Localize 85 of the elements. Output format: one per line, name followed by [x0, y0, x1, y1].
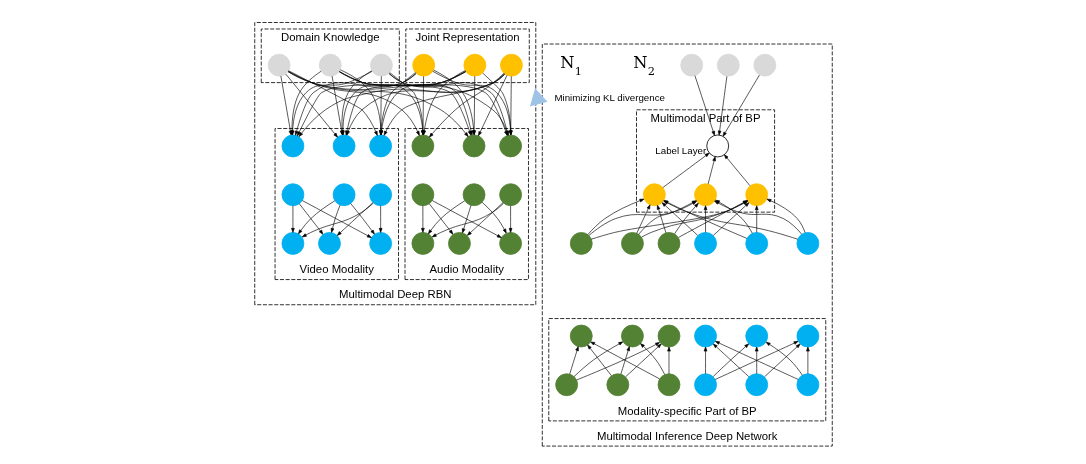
arrow	[661, 152, 709, 188]
arrow	[620, 346, 630, 375]
node-circle	[463, 53, 486, 77]
node-circle	[693, 232, 717, 255]
arrow	[722, 74, 760, 137]
arrow	[297, 200, 335, 235]
arrow	[656, 204, 666, 234]
arrow	[349, 203, 375, 235]
node-circle	[281, 232, 304, 255]
arrow	[428, 73, 504, 138]
node-circle	[605, 373, 629, 397]
arrow	[754, 346, 758, 375]
node-circle	[744, 373, 768, 397]
arrow	[568, 346, 579, 375]
node-circle	[499, 53, 523, 77]
arrow	[481, 201, 507, 234]
arrow	[587, 198, 644, 235]
arrow	[586, 344, 612, 376]
node-circle	[267, 53, 290, 77]
arrow	[420, 205, 425, 233]
node-circle	[796, 373, 819, 397]
arrow	[427, 200, 465, 235]
node-circle	[368, 183, 392, 207]
node-label: Label Layer	[654, 145, 706, 157]
arrow	[805, 346, 810, 375]
arrow	[635, 204, 650, 234]
arrow	[290, 205, 295, 233]
arrow	[336, 202, 373, 236]
arrow	[624, 343, 662, 378]
node-circle	[462, 183, 485, 207]
arrow	[717, 75, 727, 136]
arrow	[707, 156, 716, 185]
arrow	[723, 154, 750, 186]
node-circle	[554, 373, 578, 397]
arrow	[639, 343, 665, 375]
node-circle	[411, 183, 434, 207]
node-circle	[281, 183, 304, 207]
arrow	[575, 342, 660, 381]
arrow	[694, 75, 715, 136]
node-circle	[411, 53, 435, 77]
arrow	[378, 205, 382, 233]
node-circle	[318, 53, 342, 77]
arrow	[471, 75, 476, 136]
node-circle	[693, 373, 717, 397]
node-circle	[752, 53, 776, 77]
node-circle	[744, 232, 768, 255]
arrow	[298, 203, 323, 235]
node-circle	[569, 232, 593, 255]
cluster: Domain Knowledge	[260, 28, 400, 83]
node-circle	[498, 183, 522, 207]
arrow	[589, 341, 660, 380]
arrow	[432, 69, 475, 136]
arrow	[673, 202, 699, 235]
node-circle	[716, 53, 740, 77]
arrow	[508, 205, 512, 233]
node-circle	[368, 134, 392, 158]
arrow	[529, 88, 548, 107]
node-circle	[332, 183, 355, 207]
arrow	[703, 205, 707, 233]
arrow	[573, 341, 623, 377]
arrow	[280, 75, 292, 136]
node-circle	[679, 53, 703, 77]
label: N$_{2}$	[632, 53, 655, 79]
node-circle	[657, 373, 680, 397]
edge-label: Minimizing KL divergence	[553, 91, 665, 103]
arrow	[285, 73, 338, 138]
arrow	[703, 346, 707, 375]
node-circle	[411, 232, 434, 255]
cluster: Modality-specific Part of BP	[547, 318, 826, 422]
arrow	[666, 346, 671, 375]
node-circle	[657, 232, 680, 255]
cluster: Joint Representation	[404, 28, 530, 83]
arrow	[466, 202, 503, 236]
arrow	[461, 204, 471, 234]
arrow	[754, 205, 758, 233]
node-circle	[796, 232, 819, 255]
node-circle	[498, 134, 522, 158]
arrow	[330, 204, 340, 233]
arrow	[766, 198, 805, 234]
node-circle	[369, 53, 393, 77]
arrow	[428, 203, 453, 235]
arrow	[289, 70, 321, 136]
node-circle	[620, 232, 644, 255]
label: N$_{1}$	[559, 53, 582, 79]
arrow	[508, 75, 512, 136]
